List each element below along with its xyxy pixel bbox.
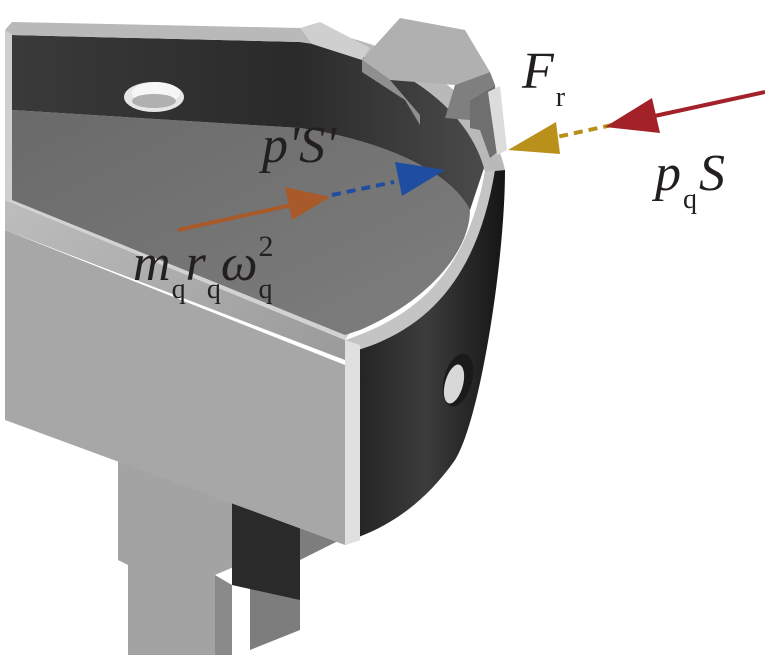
pressure-inner-arrow-shaft bbox=[331, 180, 395, 197]
label-inner-pressure: p'S' bbox=[258, 117, 337, 174]
block-front bbox=[362, 60, 420, 125]
friction-arrow-shaft bbox=[551, 123, 613, 140]
wall-gap-piece bbox=[300, 22, 370, 60]
block-side bbox=[445, 72, 495, 120]
base-edge-shadow bbox=[5, 200, 350, 340]
centrifugal-arrowhead bbox=[285, 187, 330, 220]
cup-inner-wall bbox=[12, 35, 485, 210]
sliding-block bbox=[300, 18, 507, 158]
label-centrifugal-force: mqrqωq2 bbox=[133, 230, 274, 305]
shaft-slot-edge bbox=[215, 575, 232, 655]
cut-face bbox=[345, 340, 360, 545]
pressure-outer-arrow-shaft bbox=[649, 90, 765, 119]
inner-wall-hole bbox=[124, 82, 184, 112]
friction-arrowhead bbox=[508, 122, 560, 154]
label-outer-pressure: pqS bbox=[651, 145, 725, 215]
inner-arc-edge bbox=[345, 170, 495, 350]
force-arrows bbox=[177, 90, 765, 232]
left-wall-edge bbox=[5, 30, 12, 200]
block-top bbox=[362, 18, 490, 85]
cup-floor bbox=[12, 110, 470, 335]
base-plate bbox=[5, 200, 360, 545]
outer-wall-hole bbox=[442, 353, 474, 407]
base-top-face bbox=[5, 200, 360, 545]
block-tab-light bbox=[488, 86, 507, 155]
label-friction-force: Fr bbox=[521, 43, 566, 113]
centrifugal-arrow-shaft bbox=[177, 203, 293, 232]
pressure-inner-arrowhead bbox=[395, 162, 445, 196]
base-front-face bbox=[5, 230, 345, 545]
pressure-outer-arrowhead bbox=[605, 98, 660, 133]
